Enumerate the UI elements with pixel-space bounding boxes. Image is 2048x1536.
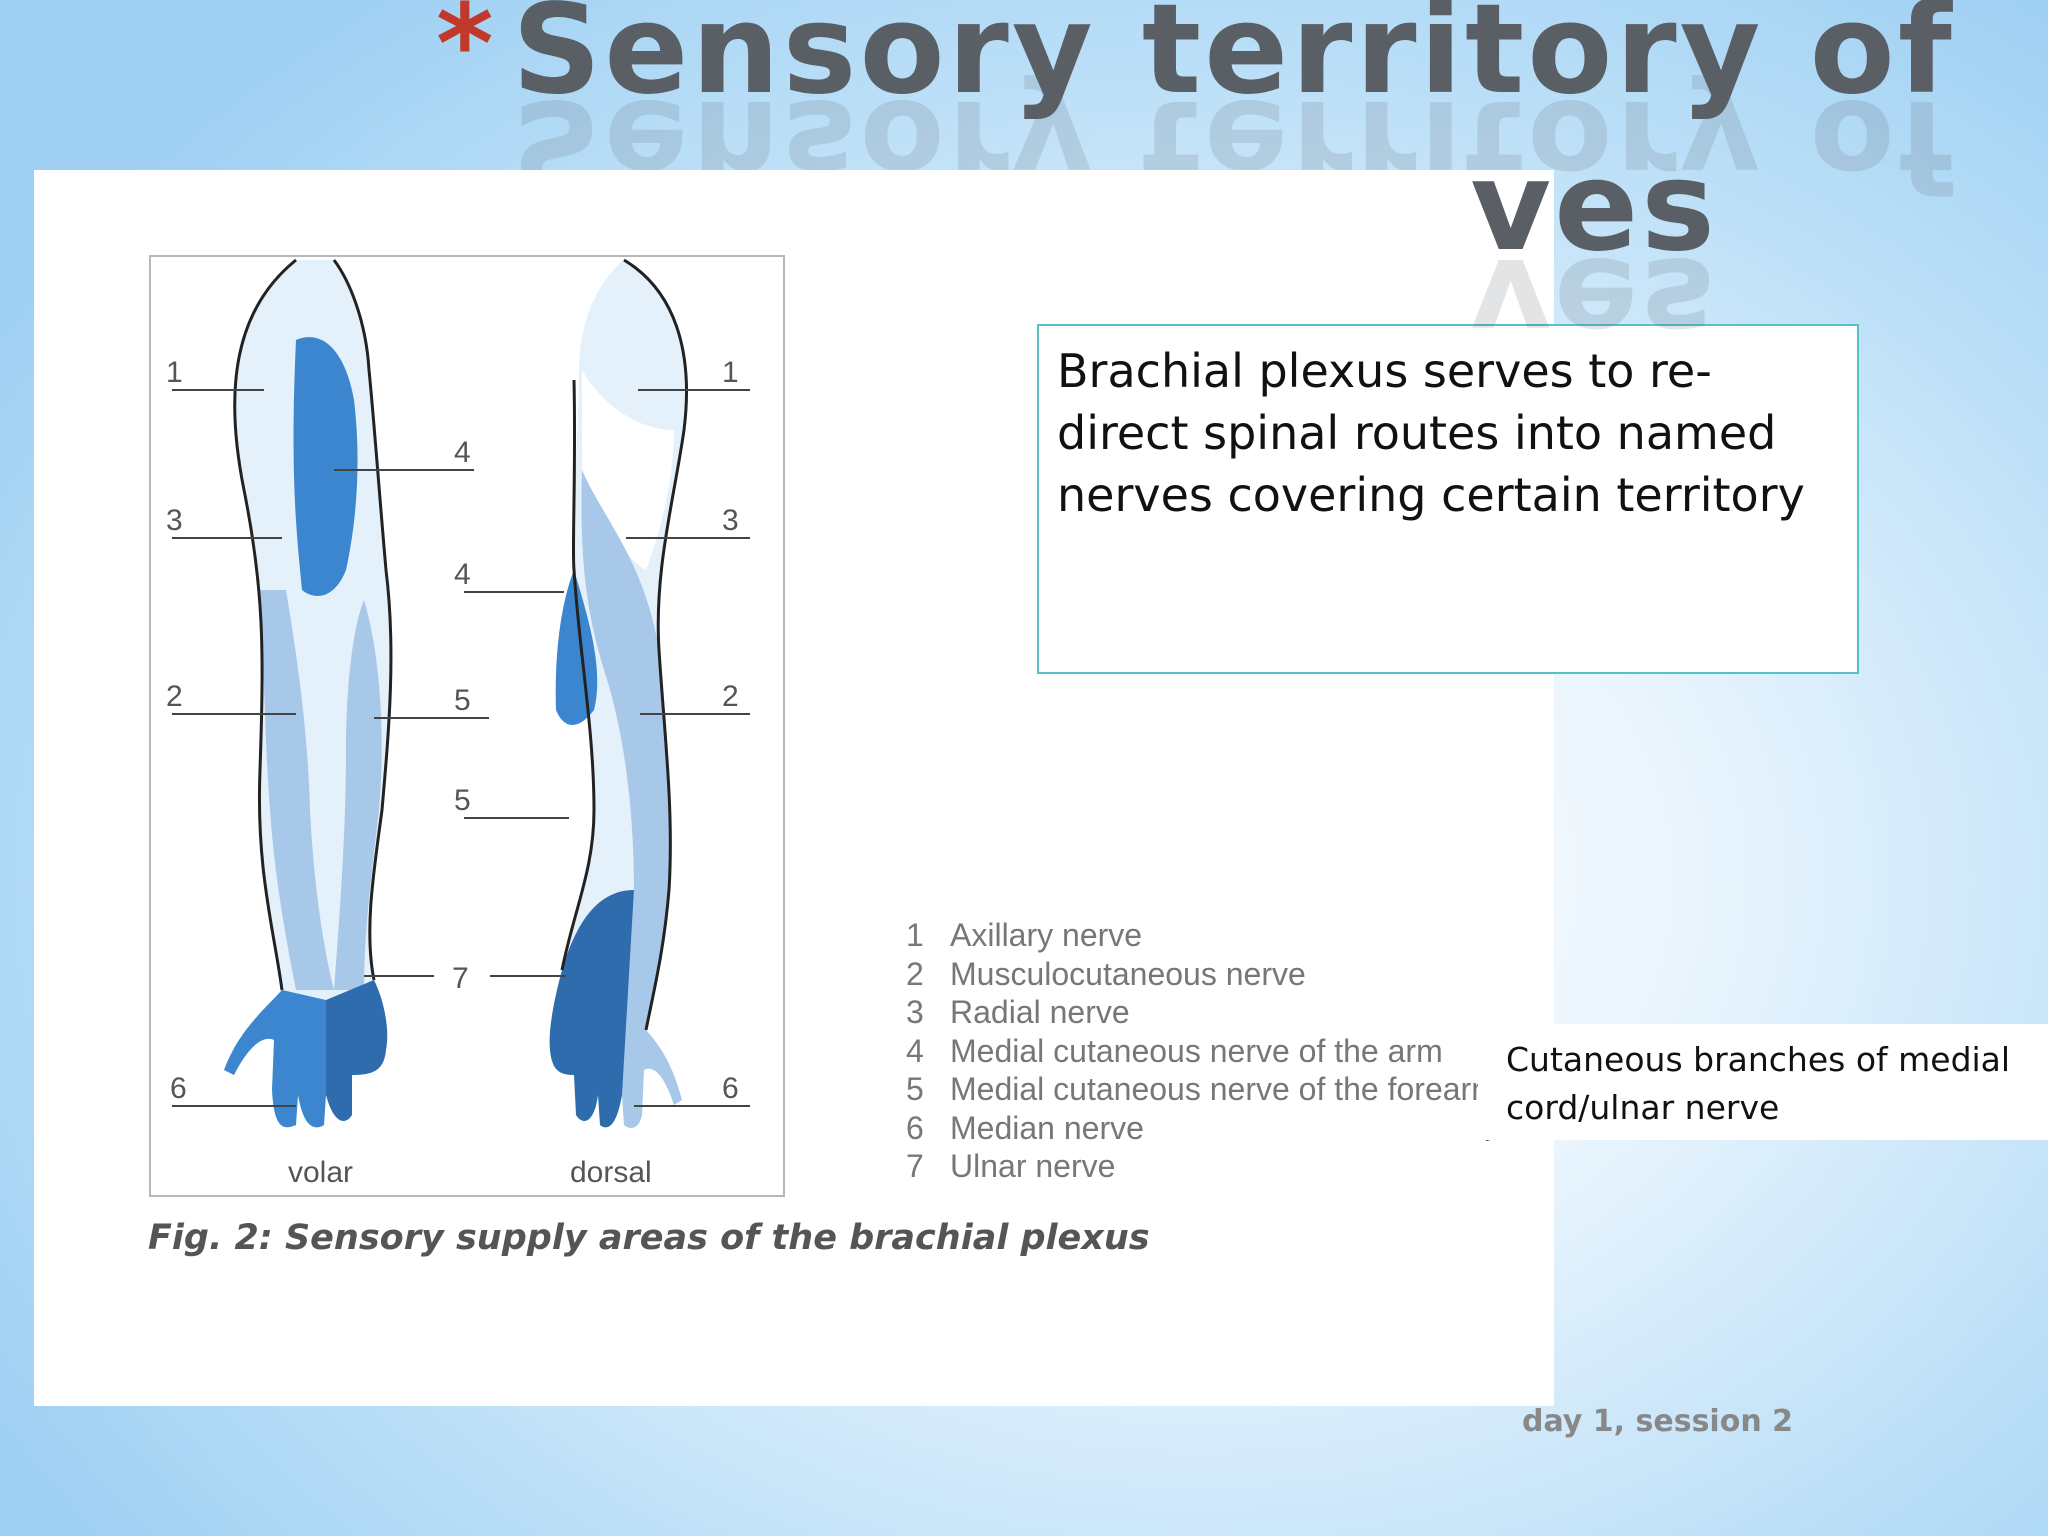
center-label-5b: 5 bbox=[454, 784, 471, 817]
volar-label-6: 6 bbox=[170, 1072, 187, 1105]
legend-number: 7 bbox=[906, 1148, 924, 1184]
legend-number: 5 bbox=[906, 1071, 924, 1107]
slide-title-line2: ves bbox=[1470, 135, 1718, 279]
legend-label: Medial cutaneous nerve of the forearm bbox=[950, 1071, 1498, 1107]
legend-item: 1 Axillary nerve bbox=[906, 916, 1526, 955]
brace-note-text: Cutaneous branches of medial cord/ulnar … bbox=[1506, 1040, 2011, 1127]
legend-label: Radial nerve bbox=[950, 994, 1130, 1030]
legend-label: Median nerve bbox=[950, 1109, 1144, 1146]
legend-number: 2 bbox=[906, 955, 924, 992]
brace-note: Cutaneous branches of medial cord/ulnar … bbox=[1478, 1024, 2048, 1140]
volar-label-3: 3 bbox=[166, 504, 183, 537]
summary-text: Brachial plexus serves to re-direct spin… bbox=[1057, 344, 1805, 522]
legend-number: 4 bbox=[906, 1032, 924, 1069]
legend-number: 6 bbox=[906, 1109, 924, 1146]
volar-label-2: 2 bbox=[166, 680, 183, 713]
legend-item: 5 Medial cutaneous nerve of the forearm bbox=[906, 1070, 1526, 1109]
legend-label: Axillary nerve bbox=[950, 917, 1143, 953]
center-label-7: 7 bbox=[452, 962, 469, 995]
dorsal-label-3: 3 bbox=[722, 504, 739, 537]
diagram-frame bbox=[149, 255, 785, 1197]
legend-label: Musculocutaneous nerve bbox=[950, 955, 1306, 992]
legend-label: Ulnar nerve bbox=[950, 1148, 1116, 1184]
center-label-5a: 5 bbox=[454, 684, 471, 717]
legend-label: Medial cutaneous nerve of the arm bbox=[950, 1032, 1443, 1069]
legend-number: 1 bbox=[906, 917, 924, 953]
slide-title-line1: Sensory territory of bbox=[512, 0, 1955, 122]
legend-item: 7 Ulnar nerve bbox=[906, 1147, 1526, 1186]
dorsal-label-6: 6 bbox=[722, 1072, 739, 1105]
volar-label-1: 1 bbox=[166, 356, 183, 389]
legend-item: 4 Medial cutaneous nerve of the arm bbox=[906, 1032, 1526, 1071]
slide-title-line2-reflection: ves bbox=[1470, 230, 1718, 374]
center-label-4a: 4 bbox=[454, 436, 471, 469]
volar-arm bbox=[224, 258, 393, 1128]
legend-number: 3 bbox=[906, 994, 924, 1030]
legend-item: 2 Musculocutaneous nerve bbox=[906, 955, 1526, 994]
dorsal-arm bbox=[549, 258, 688, 1128]
arm-diagram: 1 3 2 6 4 4 5 5 7 1 3 2 6 volar dorsal bbox=[149, 255, 1515, 1197]
summary-textbox: Brachial plexus serves to re-direct spin… bbox=[1037, 324, 1859, 674]
legend-item: 6 Median nerve bbox=[906, 1109, 1526, 1148]
title-bullet: * bbox=[436, 0, 494, 108]
footer-session: day 1, session 2 bbox=[1522, 1404, 1793, 1439]
dorsal-label-1: 1 bbox=[722, 356, 739, 389]
view-label-volar: volar bbox=[288, 1156, 353, 1189]
legend-item: 3 Radial nerve bbox=[906, 993, 1526, 1032]
view-label-dorsal: dorsal bbox=[570, 1156, 652, 1189]
figure-caption: Fig. 2: Sensory supply areas of the brac… bbox=[148, 1218, 1150, 1258]
leader-lines bbox=[172, 389, 750, 1107]
dorsal-label-2: 2 bbox=[722, 680, 739, 713]
center-label-4b: 4 bbox=[454, 558, 471, 591]
